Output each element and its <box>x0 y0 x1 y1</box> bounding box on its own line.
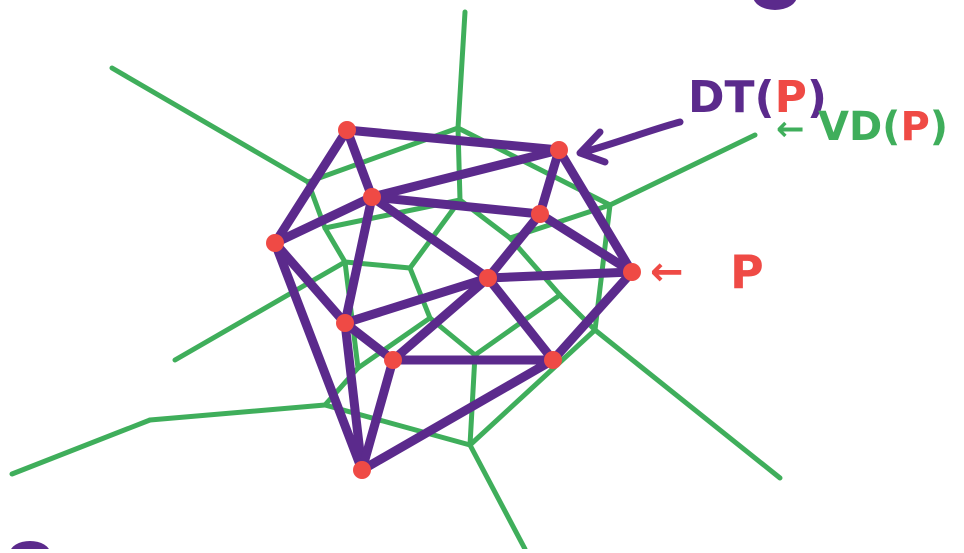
delaunay-edge <box>483 267 637 283</box>
voronoi-ray <box>455 9 468 131</box>
dt-label-var: P <box>775 72 807 123</box>
delaunay-edge <box>342 125 377 202</box>
delaunay-edge <box>357 355 558 475</box>
voronoi-edge <box>407 197 463 271</box>
delaunay-edge <box>554 145 637 277</box>
delaunay-edge <box>340 273 493 328</box>
voronoi-edge <box>472 292 563 358</box>
p-label: P <box>730 245 764 299</box>
delaunay-edge <box>367 192 493 283</box>
delaunay-edge <box>548 267 637 365</box>
voronoi-edge <box>322 402 473 448</box>
voronoi-edge <box>147 402 328 423</box>
site-point <box>479 269 497 287</box>
dt-label-prefix: DT( <box>688 72 775 123</box>
site-point <box>544 351 562 369</box>
dt-label-group: DT(P) <box>576 72 827 166</box>
vd-label-var: P <box>900 104 929 150</box>
delaunay-edge <box>340 318 367 475</box>
vd-label-suffix: ) <box>930 104 948 150</box>
site-point <box>623 263 641 281</box>
delaunay-edge <box>535 209 637 277</box>
voronoi-ray <box>9 417 153 477</box>
site-point <box>266 234 284 252</box>
delaunay-edge <box>270 238 350 328</box>
delaunay-edge <box>270 238 367 475</box>
delaunay-edge <box>357 355 398 475</box>
voronoi-ray <box>607 132 758 208</box>
voronoi-ray <box>172 259 348 363</box>
delaunay-edge <box>483 209 545 283</box>
dt-arrow-head <box>576 128 609 166</box>
voronoi-ray <box>592 327 783 481</box>
points-layer <box>266 121 641 479</box>
delaunay-edge <box>270 125 352 248</box>
delaunay-edge <box>367 145 564 202</box>
dt-label: DT(P) <box>688 72 827 123</box>
delaunay-layer <box>270 125 637 475</box>
vd-label-group: ← VD(P) <box>776 104 948 150</box>
delaunay-edge <box>367 192 545 219</box>
voronoi-edge <box>342 259 361 371</box>
site-point <box>363 188 381 206</box>
site-point <box>353 461 371 479</box>
edge-blob-top <box>753 0 797 10</box>
dt-label-suffix: ) <box>807 72 827 123</box>
site-point <box>550 141 568 159</box>
delaunay-edge <box>340 192 377 328</box>
voronoi-edge <box>467 327 598 448</box>
delaunay-edge <box>340 318 398 365</box>
voronoi-ray <box>467 442 528 552</box>
delaunay-edge <box>388 273 493 365</box>
site-point <box>531 205 549 223</box>
edge-blob-bottom <box>10 541 50 553</box>
voronoi-edge <box>467 352 478 448</box>
p-arrow-glyph: ← <box>650 249 684 295</box>
site-point <box>384 351 402 369</box>
voronoi-ray <box>109 65 311 185</box>
site-point <box>338 121 356 139</box>
delaunay-edge <box>483 273 558 365</box>
vd-label-prefix: VD( <box>818 104 900 150</box>
delaunay-edge <box>535 145 564 219</box>
site-point <box>336 314 354 332</box>
delaunay-edge <box>270 192 377 248</box>
p-label-group: ← P <box>650 245 764 299</box>
vd-label: VD(P) <box>818 104 948 150</box>
delaunay-edge <box>342 125 564 155</box>
voronoi-edge <box>322 225 348 265</box>
dt-arrow <box>580 118 684 156</box>
vd-arrow-glyph: ← <box>776 109 805 149</box>
voronoi-edge <box>355 315 433 371</box>
voronoi-edge <box>407 265 433 321</box>
